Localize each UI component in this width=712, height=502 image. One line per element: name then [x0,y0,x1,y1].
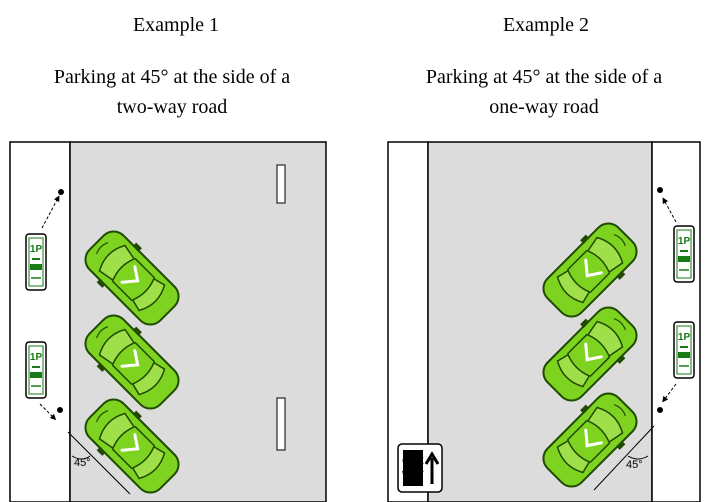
example2-caption: Parking at 45° at the side of a one-way … [374,62,712,122]
example1-angle-line [67,431,131,495]
example2-parking-sign-upper [673,225,695,283]
example1-pole-bottom [57,407,63,413]
example2-pole-top [657,187,663,193]
example1-arrow-down [39,403,57,421]
example2-left-verge [387,141,429,502]
example1-parking-sign-lower [25,341,47,399]
example1-arrow-up [41,195,60,229]
example2-caption-line2: one-way road [489,96,599,118]
example2-diagram: ONE WAY 45° [387,141,701,502]
example2-angle-arc [627,455,649,460]
oneway-line1: ONE [402,456,424,467]
example1-pole-top [58,189,64,195]
example1-diagram: 45° [9,141,327,502]
example1-caption: Parking at 45° at the side of a two-way … [2,62,342,122]
example2-parking-sign-lower [673,321,695,379]
example2-caption-line1: Parking at 45° at the side of a [425,66,663,88]
example2-oneway-sign: ONE WAY [397,443,443,493]
example1-angle-arc [71,455,91,460]
example1-caption-line2: two-way road [116,96,228,118]
example2-pole-bottom [657,407,663,413]
example2-arrow-down [662,383,677,403]
example1-footpath [9,141,71,502]
example1-lane-mark-bottom [276,397,286,451]
example2-title: Example 2 [502,14,590,36]
example2-angle-line [593,425,655,491]
example1-angle-label: 45° [74,457,91,469]
oneway-line2: WAY [402,470,424,481]
example1-lane-mark-top [276,164,286,204]
example1-title: Example 1 [132,14,220,36]
example2-angle-label: 45° [626,459,643,471]
example1-parking-sign-upper [25,233,47,291]
example2-arrow-up [662,197,677,223]
example1-caption-line1: Parking at 45° at the side of a [53,66,291,88]
